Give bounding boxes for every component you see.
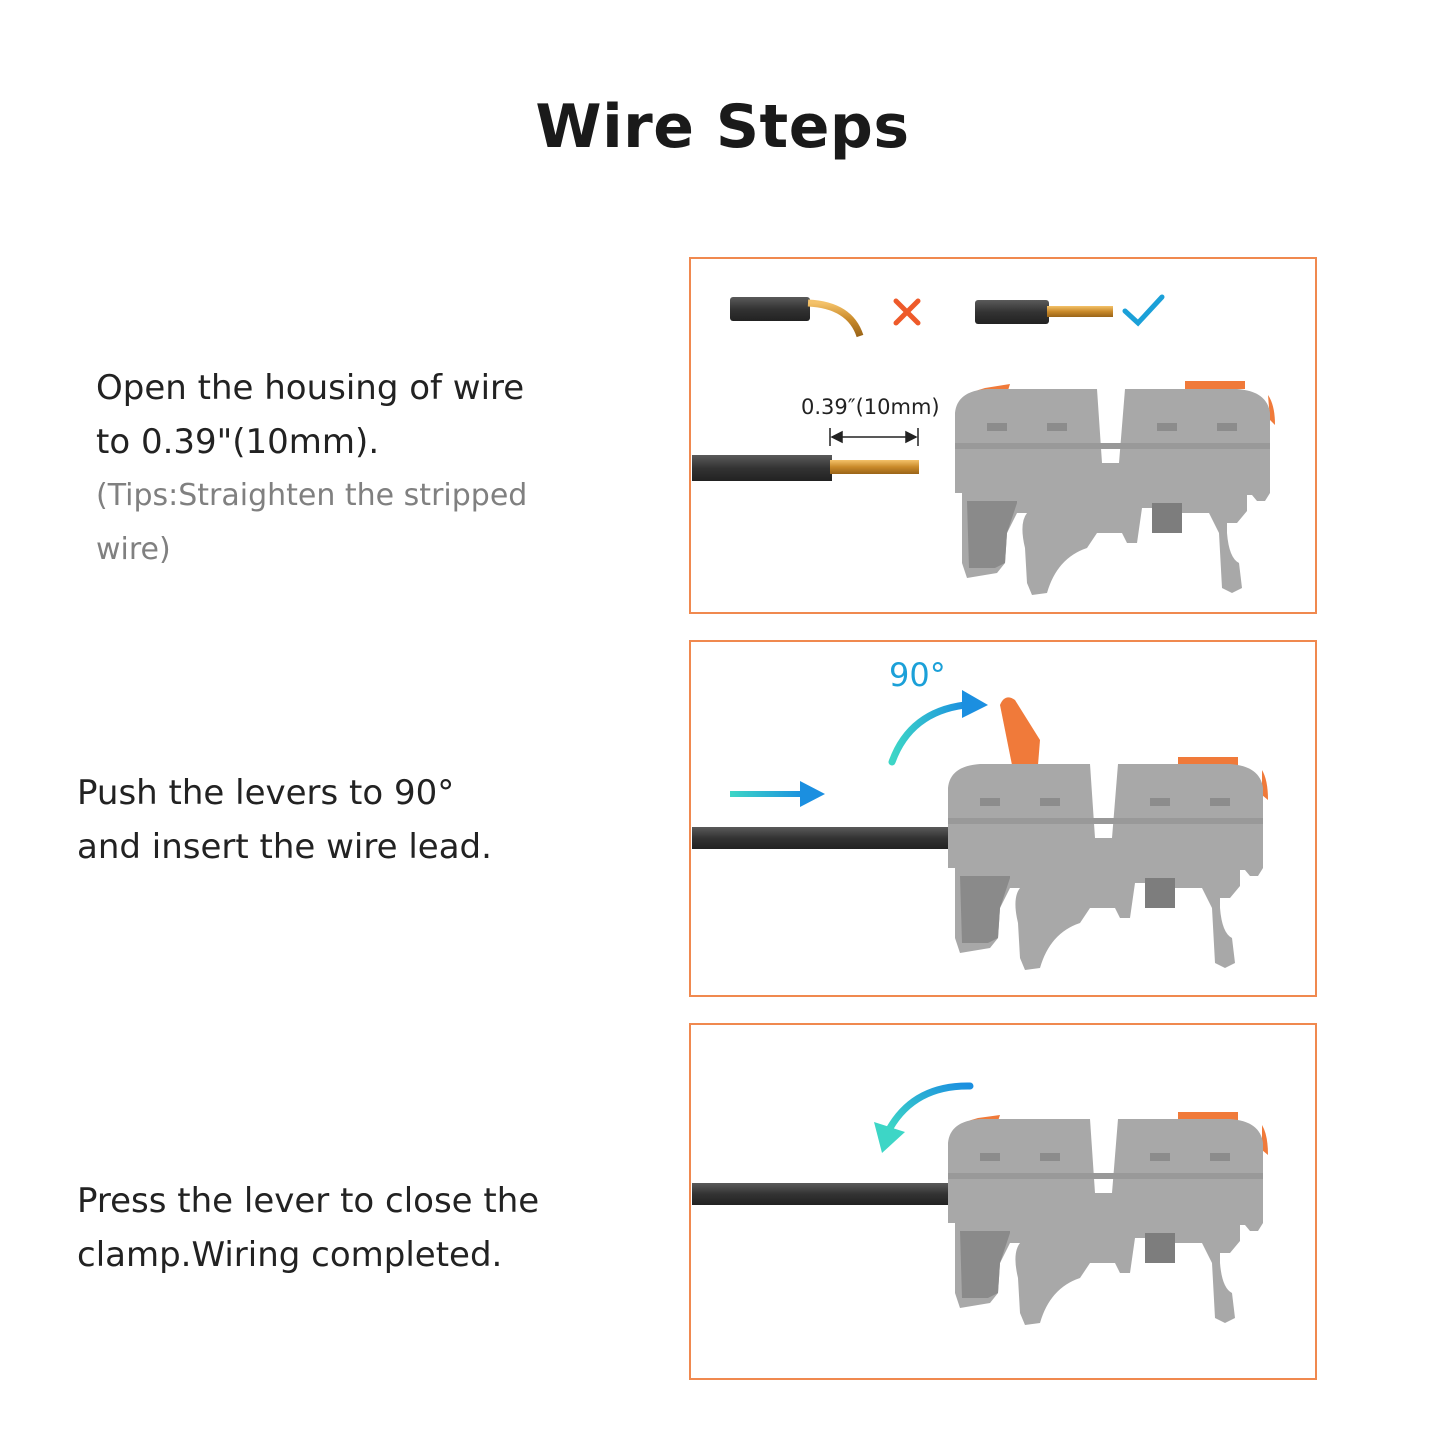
dimension-arrow-icon [829,428,919,446]
dimension-label: 0.39″(10mm) [801,395,940,419]
step-1-tip1: (Tips:Straighten the stripped [96,478,528,513]
step-3-text: Press the lever to close the clamp.Wirin… [77,1174,539,1282]
straight-wire-icon [975,300,1113,324]
rotate-down-arrow-icon [874,1082,974,1153]
angle-label: 90° [889,656,946,694]
step-2-panel [689,640,1317,997]
connector-illustration [955,381,1275,595]
correct-check-icon [1122,294,1165,327]
step-2-text: Push the levers to 90° and insert the wi… [77,766,492,874]
bent-wire-icon [730,297,864,338]
step-2-line2: and insert the wire lead. [77,827,492,867]
rotate-up-arrow-icon [888,690,988,766]
step-1-line2: to 0.39"(10mm). [96,422,380,462]
insert-arrow-icon [730,781,825,807]
step-3-line1: Press the lever to close the [77,1181,540,1221]
step-1-tip2: wire) [96,532,171,567]
wrong-x-icon [893,298,921,326]
step-1-line1: Open the housing of wire [96,368,525,408]
step-3-line2: clamp.Wiring completed. [77,1235,503,1275]
step-1-panel [689,257,1317,614]
connector-illustration [948,1112,1268,1325]
step-2-line1: Push the levers to 90° [77,773,455,813]
step-3-panel [689,1023,1317,1380]
step-1-text: Open the housing of wire to 0.39"(10mm).… [96,361,527,577]
connector-illustration [948,697,1268,970]
page-title: Wire Steps [535,92,910,162]
